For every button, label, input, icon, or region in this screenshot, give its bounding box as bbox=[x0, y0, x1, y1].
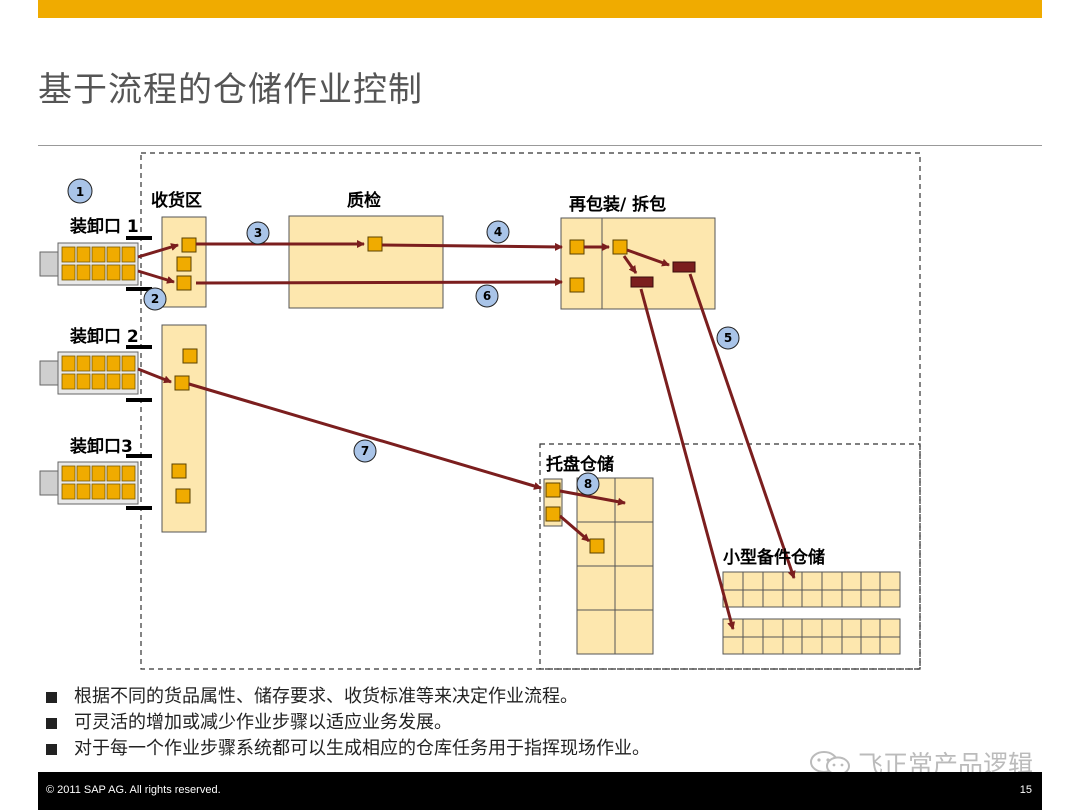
bullet-list: 根据不同的货品属性、储存要求、收货标准等来决定作业流程。 可灵活的增加或减少作业… bbox=[46, 684, 650, 762]
step-circles bbox=[67, 178, 740, 496]
step-4-label: 4 bbox=[494, 225, 502, 239]
slide-title: 基于流程的仓储作业控制 bbox=[38, 70, 423, 110]
pallet-storage-label: 托盘仓储 bbox=[546, 455, 614, 475]
footer-bar: © 2011 SAP AG. All rights reserved. 15 bbox=[38, 772, 1042, 810]
quality-check-zone bbox=[288, 215, 444, 309]
step-6-label: 6 bbox=[483, 289, 491, 303]
bullet-item: 根据不同的货品属性、储存要求、收货标准等来决定作业流程。 bbox=[46, 684, 650, 710]
step-5-circle bbox=[716, 326, 740, 350]
bullet-square-icon bbox=[46, 691, 57, 703]
repack-label: 再包装/ 拆包 bbox=[569, 195, 667, 215]
step-3-label: 3 bbox=[254, 226, 262, 240]
warehouse-boundary bbox=[140, 152, 921, 670]
truck-dock-1 bbox=[39, 242, 139, 286]
bullet-square-icon bbox=[46, 743, 57, 755]
bullet-square-icon bbox=[46, 717, 57, 729]
step-6-circle bbox=[475, 284, 499, 308]
quality-check-label: 质检 bbox=[347, 191, 381, 211]
dock-doors bbox=[126, 236, 152, 510]
bullet-item: 可灵活的增加或减少作业步骤以适应业务发展。 bbox=[46, 710, 650, 736]
flow-arrows bbox=[137, 240, 796, 630]
dock-3-label: 装卸口3 bbox=[70, 437, 133, 457]
dock-1-label: 装卸口 1 bbox=[70, 217, 139, 237]
step-2-label: 2 bbox=[151, 292, 159, 306]
step-4-circle bbox=[486, 220, 510, 244]
step-1-label: 1 bbox=[76, 185, 84, 199]
step-3-circle bbox=[246, 221, 270, 245]
step-7-circle bbox=[353, 439, 377, 463]
dock-2-label: 装卸口 2 bbox=[70, 327, 139, 347]
goods-items bbox=[171, 236, 628, 554]
storage-boundary bbox=[539, 443, 921, 670]
small-parts-rack-upper bbox=[722, 571, 901, 608]
top-accent-bar bbox=[38, 0, 1042, 18]
truck-dock-3 bbox=[39, 461, 139, 505]
step-5-label: 5 bbox=[724, 331, 732, 345]
page-number: 15 bbox=[1019, 784, 1032, 796]
copyright-text: © 2011 SAP AG. All rights reserved. bbox=[46, 784, 221, 796]
receiving-area-label: 收货区 bbox=[151, 191, 202, 211]
bullet-item: 对于每一个作业步骤系统都可以生成相应的仓库任务用于指挥现场作业。 bbox=[46, 736, 650, 762]
step-1-circle bbox=[67, 178, 93, 204]
small-parts-storage-label: 小型备件仓储 bbox=[723, 548, 825, 568]
small-parts-rack-lower bbox=[722, 618, 901, 655]
step-8-label: 8 bbox=[584, 477, 592, 491]
repacked-items bbox=[630, 261, 696, 288]
title-divider bbox=[38, 145, 1042, 146]
step-2-circle bbox=[143, 287, 167, 311]
step-8-circle bbox=[576, 472, 600, 496]
truck-dock-2 bbox=[39, 351, 139, 395]
step-7-label: 7 bbox=[361, 444, 369, 458]
